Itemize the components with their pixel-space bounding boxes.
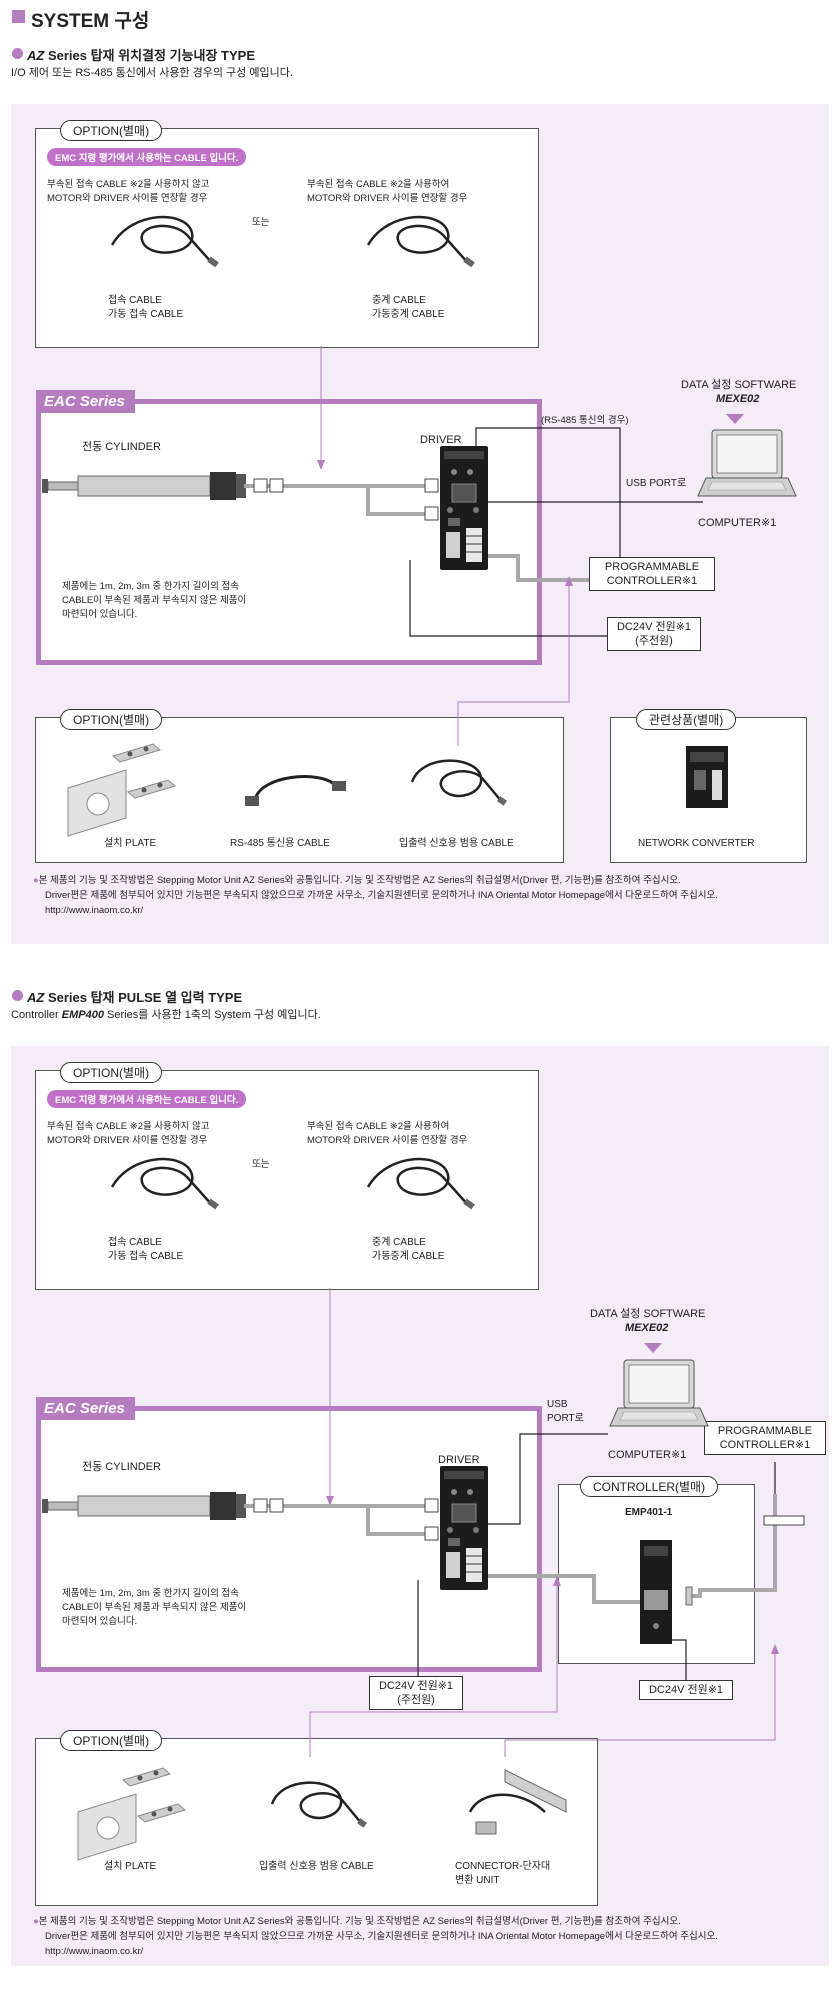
footnote-2c: http://www.inaom.co.kr/ [45, 1946, 144, 1957]
plc-label-2b: CONTROLLER※1 [719, 1439, 811, 1451]
footnote-2b: Driver편은 제품에 첨부되어 있지만 기능편은 부속되지 않았으므로 가까… [45, 1931, 718, 1942]
computer-label-2: COMPUTER※1 [608, 1449, 687, 1461]
usb-label-1: USB PORT로 [626, 478, 687, 489]
option-tag-bottom-2: OPTION(별매) [60, 1730, 163, 1751]
right-cable-label-2b: 가동중계 CABLE [372, 1251, 445, 1262]
section-bullet-icon [12, 990, 23, 1001]
cylinder-label-1: 전동 CYLINDER [82, 441, 161, 453]
option-tag-top-1: OPTION(별매) [60, 120, 163, 141]
plc-label-1a: PROGRAMMABLE [604, 561, 700, 573]
eac-note-1c: 마련되어 있습니다. [62, 609, 138, 620]
footnote-1a-text: 본 제품의 기능 및 조작방법은 Stepping Motor Unit AZ … [38, 875, 681, 886]
rs485-cable-icon [245, 775, 346, 806]
eac-label-1: EAC Series [36, 390, 135, 413]
left-desc-1b: MOTOR와 DRIVER 사이를 연장할 경우 [47, 193, 208, 204]
left-cable-label-2a: 접속 CABLE [108, 1237, 162, 1248]
right-desc-2a: 부속된 접속 CABLE ※2을 사용하여 [307, 1121, 450, 1132]
eac-note-1a: 제품에는 1m, 2m, 3m 중 한가지 길이의 접속 [62, 581, 239, 592]
plate-label-2: 설치 PLATE [104, 1861, 157, 1872]
section1-title-bold: AZ [27, 48, 45, 63]
dc24v-box-2b: DC24V 전원※1 [639, 1680, 733, 1700]
connector-unit-label-b: 변환 UNIT [455, 1875, 500, 1886]
section2-subtitle: Controller EMP400 Series를 사용한 1축의 System… [11, 1006, 321, 1022]
connector-unit-label-a: CONNECTOR-단자대 [455, 1861, 551, 1872]
right-desc-2b: MOTOR와 DRIVER 사이를 연장할 경우 [307, 1135, 468, 1146]
left-cable-label-2b: 가동 접속 CABLE [108, 1251, 184, 1262]
io-cable-label-1: 입출력 신호용 범용 CABLE [399, 838, 514, 849]
controller-tag: CONTROLLER(별매) [580, 1476, 719, 1497]
software-label-2: DATA 설정 SOFTWARE [590, 1308, 706, 1320]
computer-label-1: COMPUTER※1 [698, 517, 777, 529]
eac-note-1b: CABLE이 부속된 제품과 부속되지 않은 제품이 [62, 595, 247, 606]
section2-sub-bold: EMP400 [61, 1009, 104, 1021]
section2-title-bold: AZ [27, 990, 45, 1005]
eac-note-2a: 제품에는 1m, 2m, 3m 중 한가지 길이의 접속 [62, 1588, 239, 1599]
rs485-cable-label-1: RS-485 통신용 CABLE [230, 838, 330, 849]
io-cable-label-2: 입출력 신호용 범용 CABLE [259, 1861, 374, 1872]
right-cable-label-1b: 가동중계 CABLE [372, 309, 445, 320]
section1-subtitle: I/O 제어 또는 RS-485 통신에서 사용한 경우의 구성 예입니다. [11, 67, 293, 79]
software-name-2: MEXE02 [625, 1322, 669, 1334]
option-tag-bottom-1: OPTION(별매) [60, 709, 163, 730]
emc-note-2: EMC 지령 평가에서 사용하는 CABLE 입니다. [47, 1090, 247, 1108]
section2-sub-post: Series를 사용한 1축의 System 구성 예입니다. [103, 1009, 321, 1021]
dc24v-label-2c: DC24V 전원※1 [648, 1684, 724, 1696]
right-desc-1a: 부속된 접속 CABLE ※2을 사용하여 [307, 179, 450, 190]
eac-label-2: EAC Series [36, 1397, 135, 1420]
usb-label-2b: PORT로 [547, 1413, 584, 1424]
section2-title: AZ Series 탑재 PULSE 열 입력 TYPE [27, 987, 242, 1006]
right-cable-label-1a: 중계 CABLE [372, 295, 426, 306]
dc24v-box-1: DC24V 전원※1 (주전원) [607, 617, 701, 651]
eac-box-2 [36, 1406, 542, 1672]
eac-note-2b: CABLE이 부속된 제품과 부속되지 않은 제품이 [62, 1602, 247, 1613]
left-cable-label-1a: 접속 CABLE [108, 295, 162, 306]
dc24v-label-2b: (주전원) [397, 1694, 435, 1706]
network-converter-label-1: NETWORK CONVERTER [638, 838, 755, 849]
right-desc-1b: MOTOR와 DRIVER 사이를 연장할 경우 [307, 193, 468, 204]
footnote-2a-text: 본 제품의 기능 및 조작방법은 Stepping Motor Unit AZ … [38, 1916, 681, 1927]
or-label-1: 또는 [252, 217, 270, 228]
section2-sub-pre: Controller [11, 1009, 62, 1021]
left-cable-label-1b: 가동 접속 CABLE [108, 309, 184, 320]
section-bullet-icon [12, 48, 23, 59]
section1-title-rest: Series 탑재 위치결정 기능내장 TYPE [44, 48, 255, 63]
plc-box-1: PROGRAMMABLE CONTROLLER※1 [589, 557, 715, 591]
section2-title-rest: Series 탑재 PULSE 열 입력 TYPE [44, 990, 243, 1005]
right-cable-label-2a: 중계 CABLE [372, 1237, 426, 1248]
cylinder-label-2: 전동 CYLINDER [82, 1461, 161, 1473]
plc-box-2: PROGRAMMABLE CONTROLLER※1 [704, 1421, 826, 1455]
section1-title: AZ Series 탑재 위치결정 기능내장 TYPE [27, 45, 255, 64]
rs485-label-1: (RS-485 통신의 경우) [541, 415, 629, 426]
dc24v-label-1b: (주전원) [635, 635, 673, 647]
software-label-1: DATA 설정 SOFTWARE [681, 379, 797, 391]
related-tag-1: 관련상품(별매) [636, 709, 737, 730]
software-name-1: MEXE02 [716, 393, 760, 405]
footnote-2a: ●본 제품의 기능 및 조작방법은 Stepping Motor Unit AZ… [33, 1916, 681, 1927]
page-title: SYSTEM 구성 [31, 11, 150, 32]
title-square-icon [12, 10, 25, 23]
footnote-1a: ●본 제품의 기능 및 조작방법은 Stepping Motor Unit AZ… [33, 875, 681, 886]
footnote-1c: http://www.inaom.co.kr/ [45, 905, 144, 916]
emc-note-1: EMC 지령 평가에서 사용하는 CABLE 입니다. [47, 148, 247, 166]
plate-label-1: 설치 PLATE [104, 838, 157, 849]
or-label-2: 또는 [252, 1159, 270, 1170]
plc-label-1b: CONTROLLER※1 [606, 575, 698, 587]
dc24v-label-2a: DC24V 전원※1 [378, 1680, 454, 1692]
left-desc-2a: 부속된 접속 CABLE ※2을 사용하지 않고 [47, 1121, 210, 1132]
dc24v-box-2a: DC24V 전원※1 (주전원) [369, 1676, 463, 1710]
usb-label-2a: USB [547, 1399, 568, 1410]
driver-label-1: DRIVER [420, 434, 462, 446]
eac-note-2c: 마련되어 있습니다. [62, 1616, 138, 1627]
dc24v-label-1a: DC24V 전원※1 [616, 621, 692, 633]
footnote-1b: Driver편은 제품에 첨부되어 있지만 기능편은 부속되지 않았으므로 가까… [45, 890, 718, 901]
left-desc-1a: 부속된 접속 CABLE ※2을 사용하지 않고 [47, 179, 210, 190]
controller-model: EMP401-1 [625, 1507, 673, 1518]
driver-label-2: DRIVER [438, 1454, 480, 1466]
plc-label-2a: PROGRAMMABLE [717, 1425, 813, 1437]
option-tag-top-2: OPTION(별매) [60, 1062, 163, 1083]
left-desc-2b: MOTOR와 DRIVER 사이를 연장할 경우 [47, 1135, 208, 1146]
